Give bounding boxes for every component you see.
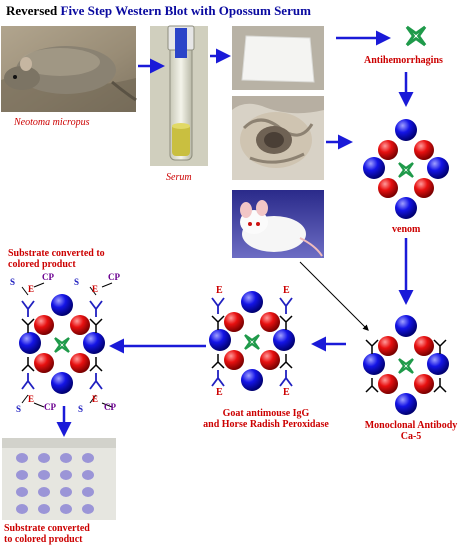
serum-label: Serum	[166, 172, 192, 183]
e-glyph-top-left: E	[28, 284, 35, 294]
venom-label: venom	[392, 224, 421, 235]
substrate-top-label: Substrate converted to colored product	[8, 248, 105, 270]
antihemorrhagins-label: Antihemorrhagins	[364, 55, 443, 66]
substrate-top-line1: Substrate converted to	[8, 248, 105, 259]
substrate-bottom-line2: to colored product	[4, 534, 83, 545]
s-glyph-bottom-right: S	[78, 404, 84, 414]
venom-complex	[363, 119, 449, 219]
substrate-bottom-label: Substrate converted to colored product	[4, 523, 90, 545]
cp-glyph-top-right: CP	[108, 272, 120, 282]
title-prefix: Reversed	[6, 3, 58, 18]
e-glyph-goat-bl: E	[216, 387, 223, 398]
substrate-top-line2: colored product	[8, 259, 76, 270]
flow-arrows	[56, 30, 414, 437]
goat-igg-label: Goat antimouse IgG and Horse Radish Pero…	[186, 408, 346, 430]
e-glyph-goat-br: E	[283, 387, 290, 398]
goat-line2: and Horse Radish Peroxidase	[203, 419, 329, 430]
hands-photo	[232, 96, 324, 180]
e-glyph-top-right: E	[92, 284, 99, 294]
antihemorrhagin-icon	[405, 25, 427, 47]
spot-grid	[16, 453, 94, 514]
monoclonal-line2: Ca-5	[400, 431, 422, 442]
page-title: Reversed Five Step Western Blot with Opo…	[6, 3, 311, 19]
serum-tube-photo	[150, 25, 208, 166]
monoclonal-label: Monoclonal Antibody Ca-5	[352, 420, 470, 442]
rat-photo	[1, 26, 137, 112]
substrate-complex	[19, 282, 113, 408]
e-glyph-bottom-left: E	[28, 394, 35, 404]
goat-igg-complex	[209, 291, 295, 391]
e-glyph-bottom-right: E	[92, 394, 99, 404]
title-text: Five Step Western Blot with Opossum Seru…	[60, 3, 311, 18]
s-glyph-top-right: S	[74, 277, 80, 287]
e-glyph-goat-tr: E	[283, 285, 290, 296]
result-blot-photo	[2, 438, 116, 520]
e-glyph-goat-tl: E	[216, 285, 223, 296]
blot-paper-photo	[232, 26, 324, 90]
species-label: Neotoma micropus	[14, 117, 90, 128]
mouse-photo	[232, 190, 324, 258]
s-glyph-top-left: S	[10, 277, 16, 287]
monoclonal-complex	[363, 315, 449, 415]
cp-glyph-bottom-right: CP	[104, 402, 116, 412]
substrate-bottom-line1: Substrate converted	[4, 523, 90, 534]
monoclonal-line1: Monoclonal Antibody	[364, 420, 458, 431]
s-glyph-bottom-left: S	[16, 404, 22, 414]
cp-glyph-bottom-left: CP	[44, 402, 56, 412]
mouse-to-antibody-arrow	[299, 261, 369, 331]
rat-head	[4, 66, 40, 90]
cp-glyph-top-left: CP	[42, 272, 54, 282]
goat-line1: Goat antimouse IgG	[222, 408, 310, 419]
